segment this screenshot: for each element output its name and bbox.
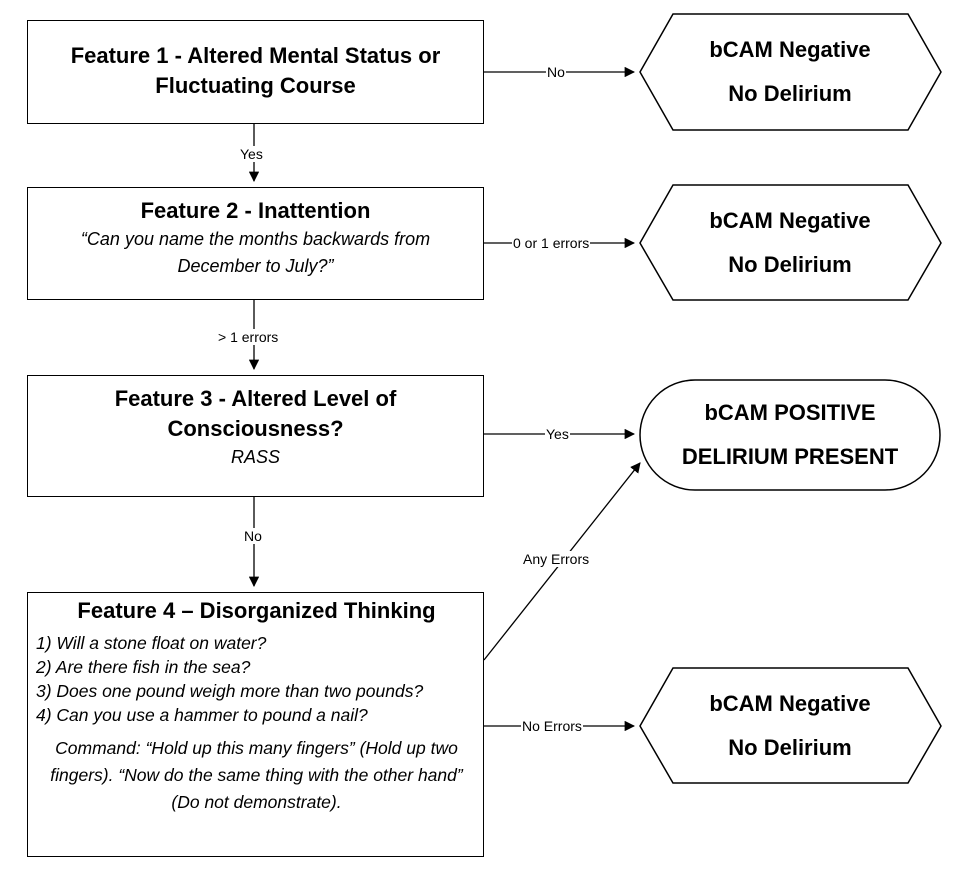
result-negative-3-shape	[639, 667, 942, 784]
edge-label-f4-none: No Errors	[521, 718, 583, 734]
feature-4-command: Command: “Hold up this many fingers” (Ho…	[50, 738, 463, 812]
feature-3-title: Feature 3 - Altered Level of Consciousne…	[114, 386, 397, 441]
result-negative-2-shape	[639, 184, 942, 301]
edge-label-f1-no: No	[546, 64, 566, 80]
result-heading: bCAM POSITIVE	[704, 400, 876, 425]
feature-3-subtitle: RASS	[230, 447, 281, 467]
result-heading: bCAM Negative	[709, 208, 871, 233]
result-subheading: No Delirium	[728, 252, 852, 277]
edge-label-f2-fail: > 1 errors	[217, 329, 280, 345]
result-negative-2: bCAM Negative No Delirium	[640, 199, 940, 287]
result-subheading: No Delirium	[728, 735, 852, 760]
result-positive-shape	[639, 379, 941, 491]
question-item: 1) Will a stone float on water?	[36, 633, 267, 653]
result-negative-1-shape	[639, 13, 942, 131]
question-item: 4) Can you use a hammer to pound a nail?	[36, 705, 368, 725]
edge-label-f3-yes: Yes	[545, 426, 570, 442]
result-positive: bCAM POSITIVE DELIRIUM PRESENT	[640, 391, 940, 479]
feature-1-box: Feature 1 - Altered Mental Status or Flu…	[27, 20, 484, 124]
result-subheading: No Delirium	[728, 81, 852, 106]
result-heading: bCAM Negative	[709, 691, 871, 716]
edge-label-f2-ok: 0 or 1 errors	[512, 235, 591, 251]
feature-2-question: “Can you name the months backwards from …	[80, 229, 431, 276]
result-heading: bCAM Negative	[709, 37, 871, 62]
feature-1-title: Feature 1 - Altered Mental Status or Flu…	[70, 43, 441, 98]
result-negative-3: bCAM Negative No Delirium	[640, 682, 940, 770]
edge-label-f4-any: Any Errors	[522, 551, 591, 567]
feature-4-title: Feature 4 – Disorganized Thinking	[77, 598, 436, 623]
edge-label-f1-yes: Yes	[239, 146, 264, 162]
feature-4-question-list: 1) Will a stone float on water? 2) Are t…	[36, 631, 457, 727]
feature-2-title: Feature 2 - Inattention	[140, 198, 371, 223]
feature-4-box: Feature 4 – Disorganized Thinking 1) Wil…	[27, 592, 484, 857]
feature-3-box: Feature 3 - Altered Level of Consciousne…	[27, 375, 484, 497]
feature-2-box: Feature 2 - Inattention “Can you name th…	[27, 187, 484, 300]
question-item: 2) Are there fish in the sea?	[36, 657, 251, 677]
result-negative-1: bCAM Negative No Delirium	[640, 28, 940, 116]
edge-label-f3-no: No	[243, 528, 263, 544]
question-item: 3) Does one pound weigh more than two po…	[36, 681, 424, 701]
result-subheading: DELIRIUM PRESENT	[681, 444, 899, 469]
